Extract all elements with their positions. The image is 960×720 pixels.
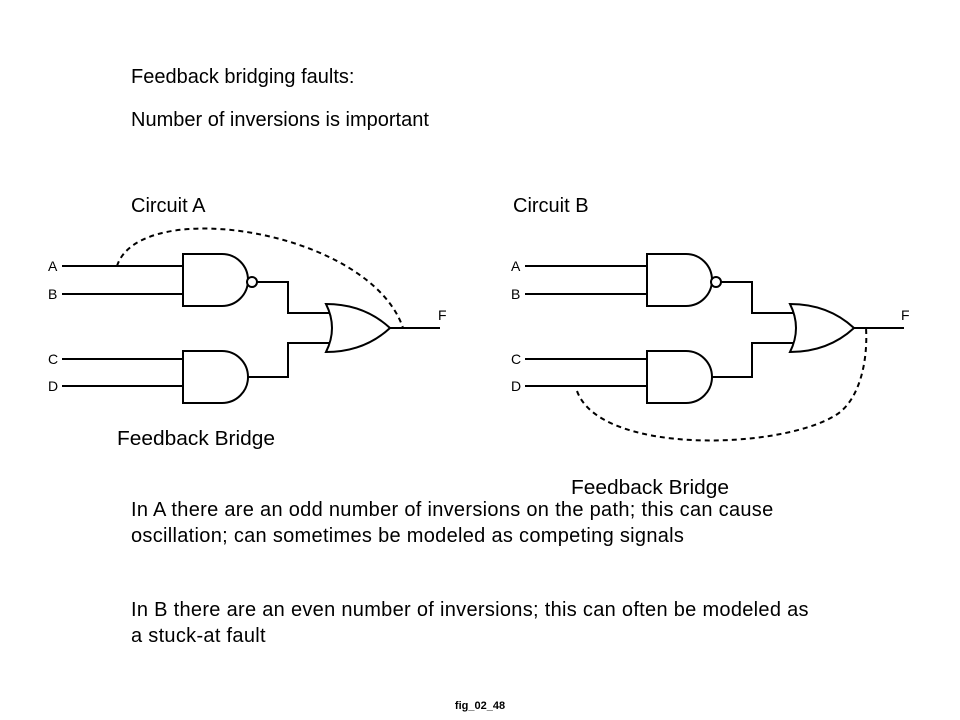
- circuit-a-wire-nand-to-or: [257, 281, 333, 314]
- circuit-a-wire-and-to-or: [248, 342, 333, 378]
- slide-subtitle: Number of inversions is important: [131, 109, 429, 131]
- circuit-a-and-gate: [182, 350, 249, 404]
- paragraph-circuit-b: In B there are an even number of inversi…: [131, 599, 809, 647]
- circuit-a-input-b-label: B: [48, 286, 57, 302]
- circuit-b-or-gate: [788, 302, 856, 354]
- circuit-b-label: Circuit B: [513, 195, 589, 217]
- paragraph-circuit-a: In A there are an odd number of inversio…: [131, 499, 774, 547]
- circuit-b-and-gate: [646, 350, 713, 404]
- circuit-b-bridge-caption: Feedback Bridge: [571, 477, 729, 499]
- circuit-b-input-d-label: D: [511, 378, 521, 394]
- circuit-a: A B C D F Feedback Bridge: [48, 227, 447, 450]
- circuit-b-feedback-bridge: [576, 327, 868, 442]
- circuit-b-output-label: F: [901, 307, 910, 323]
- circuit-a-nand-gate: [182, 253, 249, 307]
- circuit-a-inversion-bubble: [246, 276, 258, 288]
- circuit-a-output-label: F: [438, 307, 447, 323]
- circuit-b-input-a-label: A: [511, 258, 521, 274]
- circuit-a-or-gate: [324, 302, 392, 354]
- circuit-a-input-a-label: A: [48, 258, 58, 274]
- circuit-b: A B C D F Feedback Bridge: [511, 253, 910, 499]
- circuit-a-feedback-bridge: [116, 227, 404, 329]
- circuit-b-input-c-label: C: [511, 351, 521, 367]
- figure-label: fig_02_48: [454, 700, 506, 712]
- circuit-a-input-c-label: C: [48, 351, 58, 367]
- slide-title: Feedback bridging faults:: [131, 66, 355, 88]
- circuit-a-label: Circuit A: [131, 195, 206, 217]
- circuit-b-wire-nand-to-or: [721, 281, 797, 314]
- circuit-b-input-b-label: B: [511, 286, 520, 302]
- circuit-b-nand-gate: [646, 253, 713, 307]
- circuit-a-bridge-caption: Feedback Bridge: [117, 428, 275, 450]
- circuit-b-wire-and-to-or: [712, 342, 797, 378]
- circuit-a-input-d-label: D: [48, 378, 58, 394]
- circuit-b-inversion-bubble: [710, 276, 722, 288]
